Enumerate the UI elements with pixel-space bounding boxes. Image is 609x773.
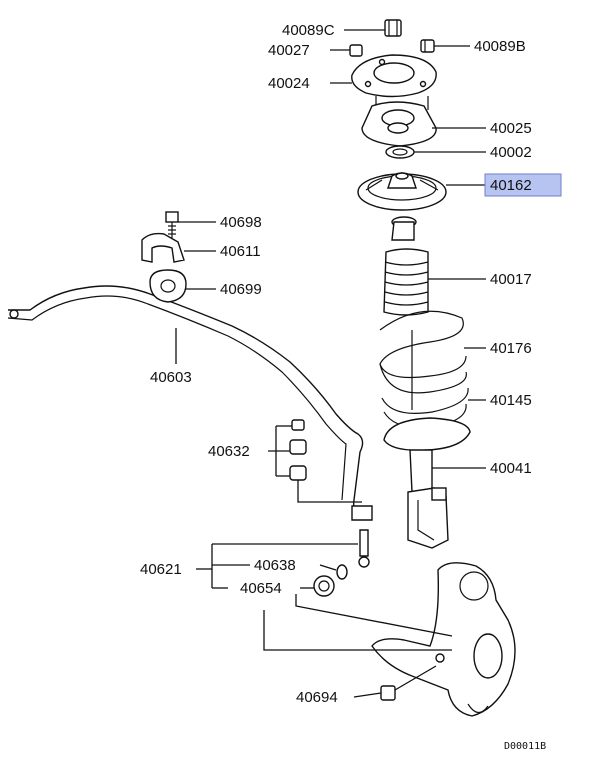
label-40089B[interactable]: 40089B [474, 38, 526, 55]
part-40698-bolt[interactable] [165, 211, 179, 238]
label-40699[interactable]: 40699 [220, 281, 262, 298]
label-40603[interactable]: 40603 [150, 369, 192, 386]
part-40632-link-bushings[interactable] [289, 419, 307, 481]
label-40041[interactable]: 40041 [490, 460, 532, 477]
part-40638-ring[interactable] [336, 564, 348, 580]
part-40089B-nut[interactable] [420, 39, 435, 53]
part-40699-bushing[interactable] [149, 269, 187, 303]
label-40002[interactable]: 40002 [490, 144, 532, 161]
part-labels: 40089C 40027 40024 40089B 40025 40002 40… [140, 22, 546, 752]
label-40654[interactable]: 40654 [240, 580, 282, 597]
label-40638[interactable]: 40638 [254, 557, 296, 574]
part-40611-bracket[interactable] [141, 232, 185, 263]
label-40694[interactable]: 40694 [296, 689, 338, 706]
part-40041-strut[interactable] [407, 449, 449, 549]
reference-code: D00011B [504, 741, 546, 752]
label-40089C[interactable]: 40089C [282, 22, 335, 39]
label-40017[interactable]: 40017 [490, 271, 532, 288]
label-40176[interactable]: 40176 [490, 340, 532, 357]
part-40027-nut[interactable] [349, 44, 363, 57]
label-40027[interactable]: 40027 [268, 42, 310, 59]
label-40145[interactable]: 40145 [490, 392, 532, 409]
label-40024[interactable]: 40024 [268, 75, 310, 92]
part-40621-stabilizer-link[interactable] [351, 505, 373, 568]
label-40621[interactable]: 40621 [140, 561, 182, 578]
part-40603-stabilizer-bar[interactable] [7, 285, 364, 521]
label-40025[interactable]: 40025 [490, 120, 532, 137]
highlight-box-40162 [484, 173, 562, 197]
leader-lines [175, 29, 486, 698]
steering-knuckle [371, 562, 516, 717]
part-40089C-nut[interactable] [384, 19, 402, 37]
part-40025-strut-mount[interactable] [361, 96, 437, 147]
part-40162-spring-seat[interactable] [357, 172, 447, 211]
part-40017-dust-boot[interactable] [383, 216, 429, 316]
part-40654-bushing[interactable] [313, 575, 335, 597]
label-40632[interactable]: 40632 [208, 443, 250, 460]
part-40002-bearing[interactable] [385, 145, 415, 159]
part-40694-nut[interactable] [380, 685, 396, 701]
label-40611[interactable]: 40611 [220, 243, 261, 260]
part-40176-coil-spring[interactable] [379, 310, 469, 428]
label-40162[interactable]: 40162 [490, 177, 532, 194]
part-40024-plate[interactable] [351, 54, 437, 98]
label-40698[interactable]: 40698 [220, 214, 262, 231]
